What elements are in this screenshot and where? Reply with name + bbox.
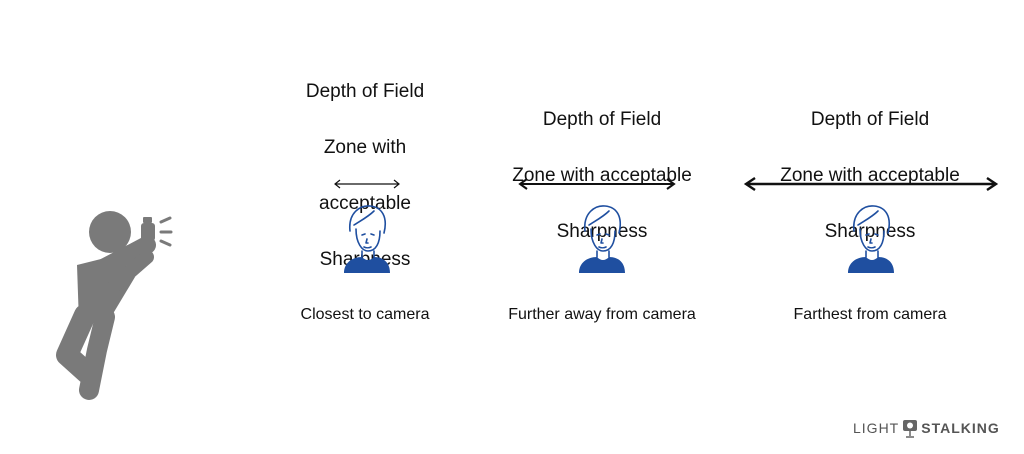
double-arrow-icon: [334, 179, 400, 189]
double-arrow-icon: [743, 177, 999, 191]
zone-title-farthest: Depth of Field Zone with acceptable Shar…: [780, 109, 960, 242]
person-bust-icon: [344, 205, 390, 273]
camera-logo-icon: [903, 420, 918, 438]
distance-label-farthest: Farthest from camera: [793, 306, 947, 323]
distance-label-further: Further away from camera: [508, 306, 696, 323]
person-bust-icon: [848, 205, 894, 273]
person-bust-icon: [579, 205, 625, 273]
zone-title-closest: Depth of Field Zone with acceptable Shar…: [305, 81, 425, 270]
double-arrow-icon: [518, 178, 676, 190]
zone-title-further: Depth of Field Zone with acceptable Shar…: [512, 109, 692, 242]
photographer-icon: [56, 211, 173, 400]
brand-logo: LIGHT STALKING: [853, 420, 1000, 438]
distance-label-closest: Closest to camera: [300, 306, 430, 323]
